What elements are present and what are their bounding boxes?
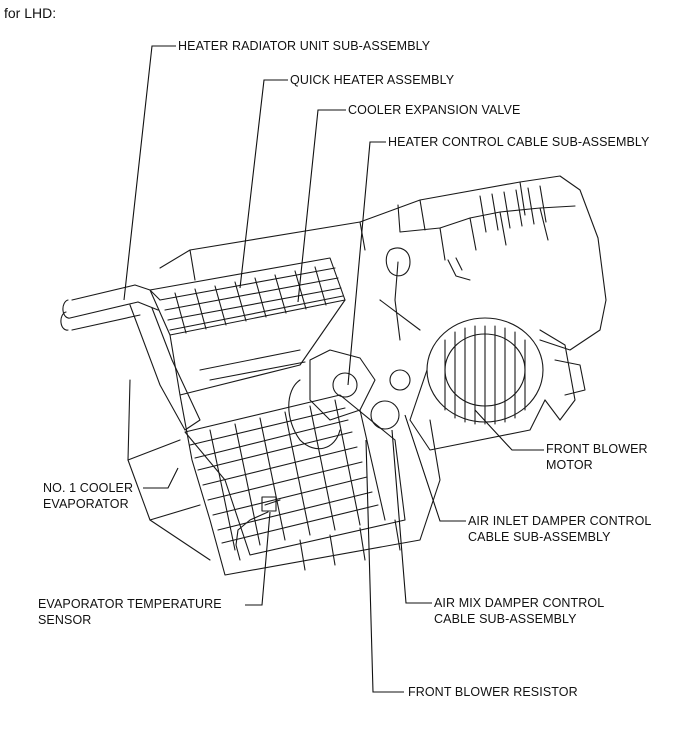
leader-lines	[123, 45, 544, 693]
label-cooler-evaporator-line2: EVAPORATOR	[43, 497, 129, 511]
leader-cooler-evaporator	[143, 467, 179, 489]
label-quick-heater: QUICK HEATER ASSEMBLY	[290, 73, 455, 87]
leader-heater-control-cable	[347, 141, 386, 386]
label-air-inlet-damper-line2: CABLE SUB-ASSEMBLY	[468, 530, 611, 544]
label-air-mix-damper-line1: AIR MIX DAMPER CONTROL	[434, 596, 605, 610]
leader-heater-radiator	[123, 45, 176, 301]
leader-quick-heater	[239, 79, 288, 289]
label-cooler-evaporator-line1: NO. 1 COOLER	[43, 481, 134, 495]
leader-air-mix-damper	[391, 429, 432, 604]
leader-evap-temp-sensor	[245, 511, 271, 606]
label-front-blower-motor-line1: FRONT BLOWER	[546, 442, 648, 456]
damper-cables	[309, 349, 376, 421]
page-header: for LHD:	[4, 5, 57, 21]
label-air-inlet-damper-line1: AIR INLET DAMPER CONTROL	[468, 514, 652, 528]
label-front-blower-motor-line2: MOTOR	[546, 458, 593, 472]
leader-front-blower-motor	[474, 409, 544, 451]
heater-pipes	[60, 284, 141, 331]
label-heater-control-cable: HEATER CONTROL CABLE SUB-ASSEMBLY	[388, 135, 650, 149]
rear-housing	[159, 175, 607, 351]
leader-front-blower-resistor	[365, 439, 404, 693]
main-housing	[169, 299, 346, 396]
label-evap-temp-sensor-line2: SENSOR	[38, 613, 92, 627]
label-air-mix-damper-line2: CABLE SUB-ASSEMBLY	[434, 612, 577, 626]
sensor-wire	[235, 499, 281, 561]
leader-air-inlet-damper	[404, 414, 466, 522]
label-cooler-expansion-valve: COOLER EXPANSION VALVE	[348, 103, 521, 117]
label-evap-temp-sensor-line1: EVAPORATOR TEMPERATURE	[38, 597, 222, 611]
leader-cooler-expansion	[297, 109, 346, 303]
label-heater-radiator: HEATER RADIATOR UNIT SUB-ASSEMBLY	[178, 39, 431, 53]
label-front-blower-resistor: FRONT BLOWER RESISTOR	[408, 685, 578, 699]
